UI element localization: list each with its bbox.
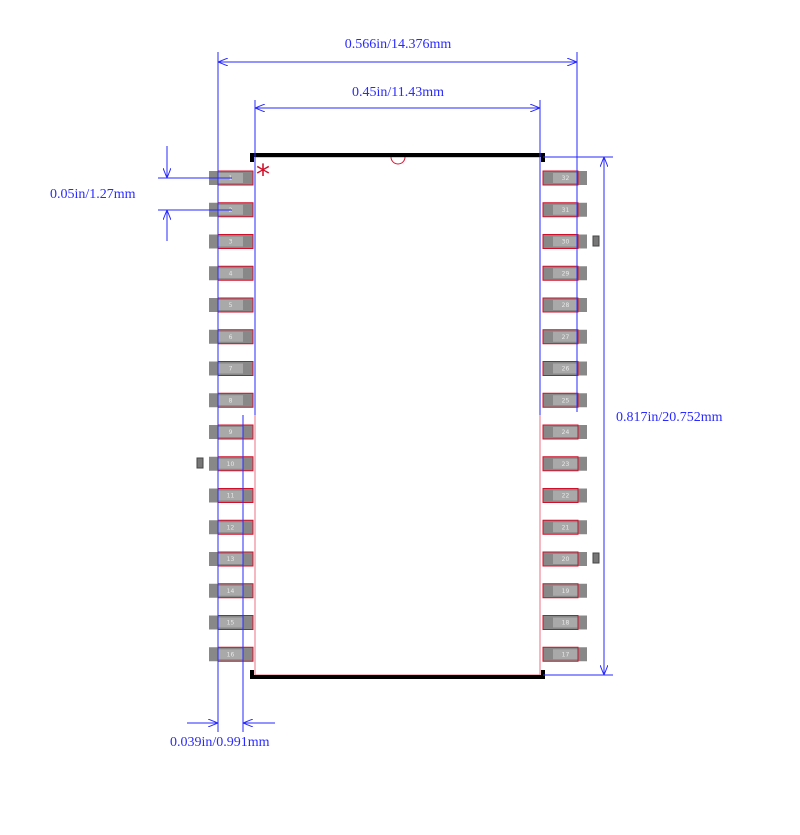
pad-11: 11 [209,488,254,503]
pin-number: 17 [562,651,570,658]
pad-30: 30 [542,234,587,249]
pin-number: 23 [562,461,570,468]
pad-12: 12 [209,519,254,535]
pin-number: 24 [562,429,570,436]
pad-3: 3 [209,234,254,249]
pad-8: 8 [209,392,254,408]
marker [592,552,600,564]
pad-27: 27 [542,329,587,345]
pin-number: 18 [562,620,570,627]
pin-number: 7 [229,366,233,373]
marker [592,235,600,247]
pin-number: 21 [562,524,570,531]
pad-20: 20 [542,551,587,567]
body-width-label: 0.45in/11.43mm [352,85,444,100]
pin-number: 5 [229,302,233,309]
pad-24: 24 [542,424,587,440]
pad-15: 15 [209,615,254,630]
pad-28: 28 [542,297,587,313]
pin-number: 3 [229,239,233,246]
pin-number: 26 [562,366,570,373]
pin-number: 12 [227,524,235,531]
pin-number: 29 [562,270,570,277]
pad-5: 5 [209,297,254,313]
silkscreen-bottom [250,670,545,679]
courtyard-outline [254,156,541,676]
pin-number: 6 [229,334,233,341]
pad-18: 18 [542,615,587,630]
marker [196,457,204,469]
pad-26: 26 [542,361,587,376]
pad-29: 29 [542,265,587,281]
pad-9: 9 [209,424,254,440]
notch [390,156,406,165]
pin-number: 4 [229,270,233,277]
pad-19: 19 [542,583,587,599]
pin-number: 32 [562,175,570,182]
pin-number: 14 [227,588,235,595]
overall-width-label: 0.566in/14.376mm [345,37,452,52]
pad-width-label: 0.039in/0.991mm [170,735,270,750]
pin-number: 20 [562,556,570,563]
pin-number: 22 [562,493,570,500]
pad-7: 7 [209,361,254,376]
pin-number: 28 [562,302,570,309]
pad-22: 22 [542,488,587,503]
pitch-label: 0.05in/1.27mm [50,187,136,202]
pin1-marker: * [256,158,270,191]
pin-number: 10 [227,461,235,468]
pin-number: 15 [227,620,235,627]
pad-6: 6 [209,329,254,345]
silkscreen-top [250,153,545,162]
pad-10: 10 [209,456,254,472]
pin-number: 30 [562,239,570,246]
pad-4: 4 [209,265,254,281]
pad-16: 16 [209,646,254,662]
pin-number: 11 [227,493,235,500]
pad-25: 25 [542,392,587,408]
pad-14: 14 [209,583,254,599]
pad-31: 31 [542,202,587,218]
pin-number: 25 [562,397,570,404]
pin-number: 16 [227,651,235,658]
pin-number: 27 [562,334,570,341]
pad-32: 32 [542,170,587,186]
pin-number: 13 [227,556,235,563]
pad-23: 23 [542,456,587,472]
pin-number: 19 [562,588,570,595]
pin-number: 31 [562,207,570,214]
pin-number: 8 [229,397,233,404]
pin-number: 9 [229,429,233,436]
pad-13: 13 [209,551,254,567]
pads: 1234567891011121314151632313029282726252… [209,170,587,662]
pad-17: 17 [542,646,587,662]
body-length-label: 0.817in/20.752mm [616,410,723,425]
pad-21: 21 [542,519,587,535]
